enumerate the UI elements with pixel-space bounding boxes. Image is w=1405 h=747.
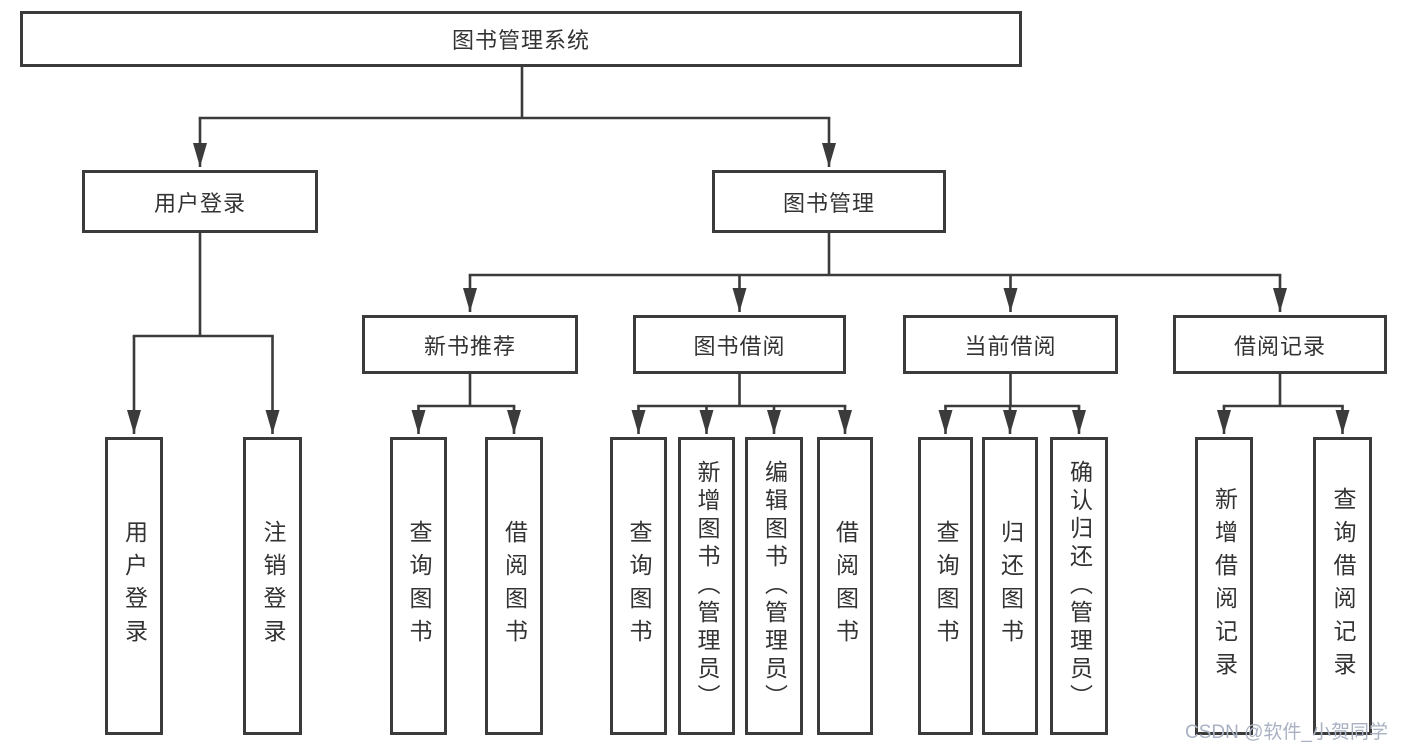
node-label: 新增借阅记录 — [1211, 487, 1238, 685]
node-book-management: 图书管理 — [712, 170, 946, 233]
node-label: 查询图书 — [406, 520, 432, 652]
node-cb-return-books: 归还图书 — [982, 437, 1038, 735]
node-label: 借阅图书 — [501, 520, 528, 652]
node-bb-edit-books-admin: 编辑图书（管理员） — [745, 437, 803, 735]
node-user-login-action: 用户登录 — [105, 437, 163, 735]
node-cb-confirm-return-admin: 确认归还（管理员） — [1050, 437, 1108, 735]
node-label: 查询借阅记录 — [1330, 487, 1356, 685]
node-br-add-record: 新增借阅记录 — [1195, 437, 1253, 735]
node-current-borrowing: 当前借阅 — [903, 315, 1118, 374]
node-new-book-recommend: 新书推荐 — [362, 315, 578, 374]
node-bb-borrow-books: 借阅图书 — [817, 437, 873, 735]
node-user-login: 用户登录 — [82, 170, 318, 233]
node-book-borrowing: 图书借阅 — [633, 315, 846, 374]
node-logout-action: 注销登录 — [243, 437, 302, 735]
node-label: 查询图书 — [933, 520, 959, 652]
node-label: 图书借阅 — [693, 333, 786, 359]
node-bb-add-books-admin: 新增图书（管理员） — [678, 437, 735, 735]
node-library-system: 图书管理系统 — [20, 11, 1022, 67]
node-cb-query-books: 查询图书 — [918, 437, 973, 735]
node-label: 新增图书（管理员） — [694, 460, 720, 712]
node-nb-borrow-books: 借阅图书 — [485, 437, 543, 735]
node-label: 编辑图书（管理员） — [761, 460, 788, 712]
node-label: 图书管理 — [782, 190, 875, 216]
node-label: 查询图书 — [626, 520, 652, 652]
node-br-query-record: 查询借阅记录 — [1313, 437, 1372, 735]
node-label: 注销登录 — [260, 520, 286, 652]
node-label: 用户登录 — [153, 190, 246, 216]
node-nb-query-books: 查询图书 — [390, 437, 447, 735]
node-label: 新书推荐 — [423, 333, 516, 359]
node-borrowing-records: 借阅记录 — [1173, 315, 1387, 374]
node-label: 图书管理系统 — [451, 28, 590, 53]
csdn-watermark: CSDN @软件_小贺同学 — [1185, 722, 1388, 743]
node-label: 当前借阅 — [964, 333, 1057, 359]
node-label: 借阅记录 — [1233, 333, 1326, 359]
node-label: 用户登录 — [121, 520, 148, 652]
node-bb-query-books: 查询图书 — [610, 437, 667, 735]
node-label: 借阅图书 — [832, 520, 859, 652]
node-label: 归还图书 — [997, 520, 1024, 652]
node-label: 确认归还（管理员） — [1066, 460, 1093, 712]
